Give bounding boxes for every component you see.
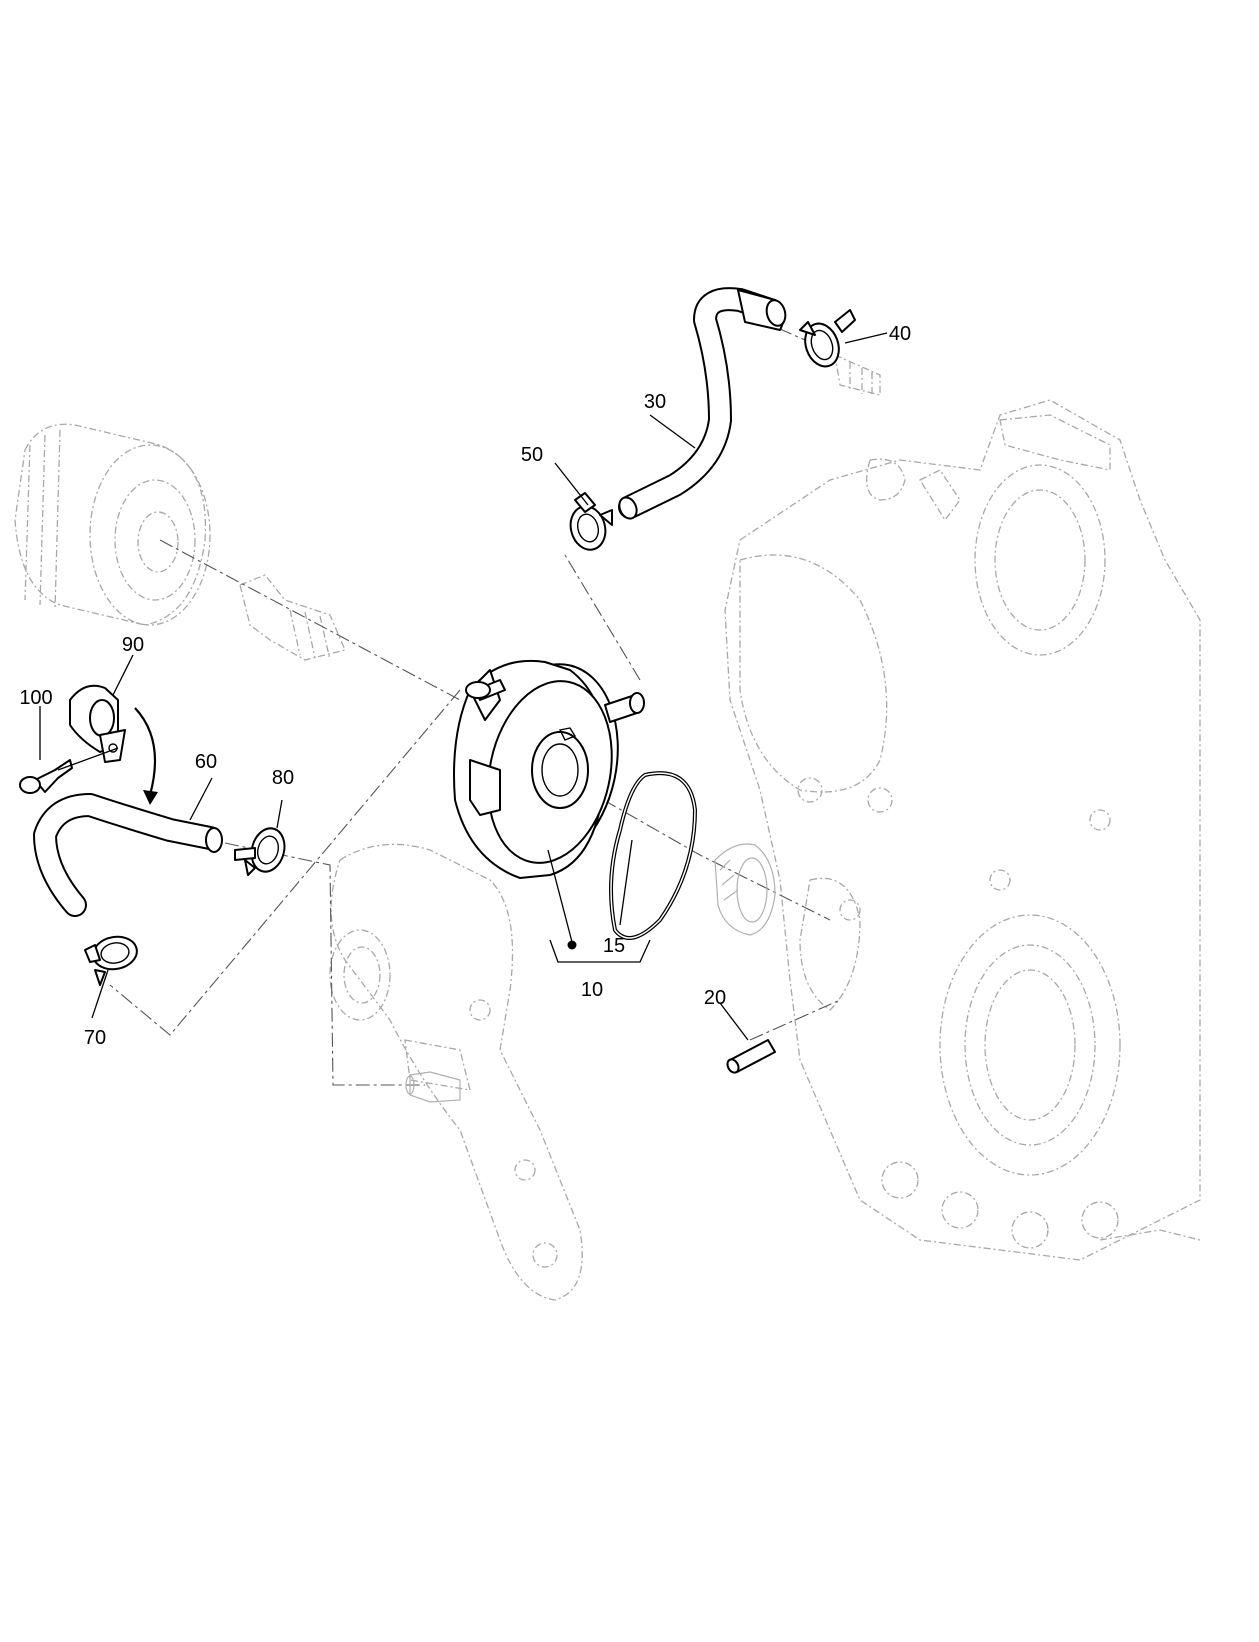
engine-cover-ghost [724,399,1201,1261]
callout-50: 50 [521,444,543,466]
callout-20: 20 [704,987,726,1009]
callout-90: 90 [122,634,144,656]
hose-clamp-70 [84,935,138,986]
pump-fitting [405,1071,461,1103]
gasket-ring [609,771,698,940]
callout-100: 100 [19,687,52,709]
threaded-stud-ghost [239,574,346,661]
seal-ghost [714,843,776,936]
water-pump-ghost [329,843,583,1301]
leader-lines [39,332,888,1041]
oil-filter-ghost [14,423,211,626]
routing-arrow [134,707,158,805]
hose-clamp-50 [569,492,613,551]
callout-80: 80 [272,767,294,789]
oil-cooler [453,659,645,879]
callout-40: 40 [889,323,911,345]
callout-70: 70 [84,1027,106,1049]
dowel-pin [726,1039,776,1074]
upper-hose [618,287,787,520]
callout-10: 10 [581,979,603,1001]
callout-30: 30 [644,391,666,413]
hose-clamp-40 [799,309,856,368]
fitting-ghost [834,353,881,396]
hose-clamp-80 [234,827,286,876]
hose-bracket [69,684,126,763]
assembly-dot [567,940,577,950]
callout-labels: 10 15 20 30 40 50 60 70 80 90 100 [19,323,911,1049]
callout-60: 60 [195,751,217,773]
lower-hose [33,793,223,917]
callout-15: 15 [603,935,625,957]
bolt [19,747,119,794]
